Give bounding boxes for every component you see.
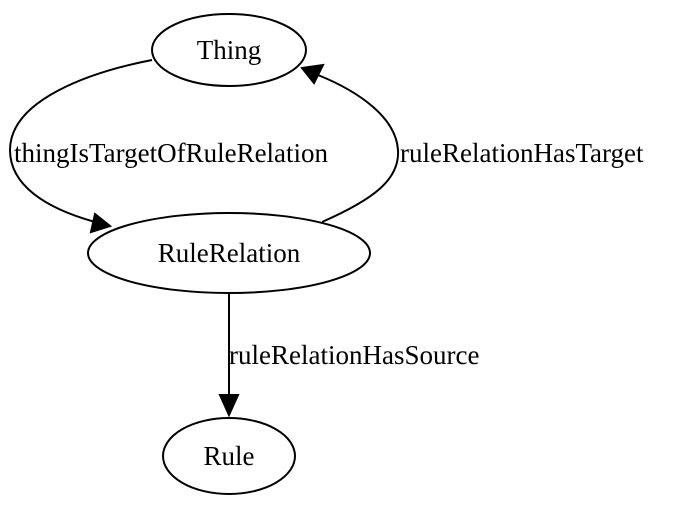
node-thing-ellipse — [151, 13, 307, 87]
edge-thing-is-target-of-rule-relation: thingIsTargetOfRuleRelation — [8, 59, 329, 234]
node-thing-label: Thing — [197, 35, 262, 65]
edge-label-rule-relation-has-source: ruleRelationHasSource — [229, 340, 479, 370]
node-rule-label: Rule — [204, 441, 255, 471]
edge-label-rule-relation-has-target: ruleRelationHasTarget — [400, 138, 644, 168]
edge-rule-relation-has-target: ruleRelationHasTarget — [300, 63, 644, 223]
edge-label-thing-is-target-of-rule-relation: thingIsTargetOfRuleRelation — [14, 138, 329, 168]
node-rule: Rule — [162, 417, 296, 495]
node-rule-relation-label: RuleRelation — [158, 238, 301, 268]
edge-line — [317, 74, 400, 223]
arrowhead — [218, 394, 240, 418]
node-rule-ellipse — [162, 417, 296, 495]
edge-line — [8, 59, 153, 223]
node-rule-relation-ellipse — [87, 212, 371, 294]
edge-rule-relation-has-source: ruleRelationHasSource — [218, 294, 479, 418]
node-thing: Thing — [151, 13, 307, 87]
arrowhead — [300, 63, 325, 85]
arrowhead — [89, 212, 113, 234]
node-rule-relation: RuleRelation — [87, 212, 371, 294]
